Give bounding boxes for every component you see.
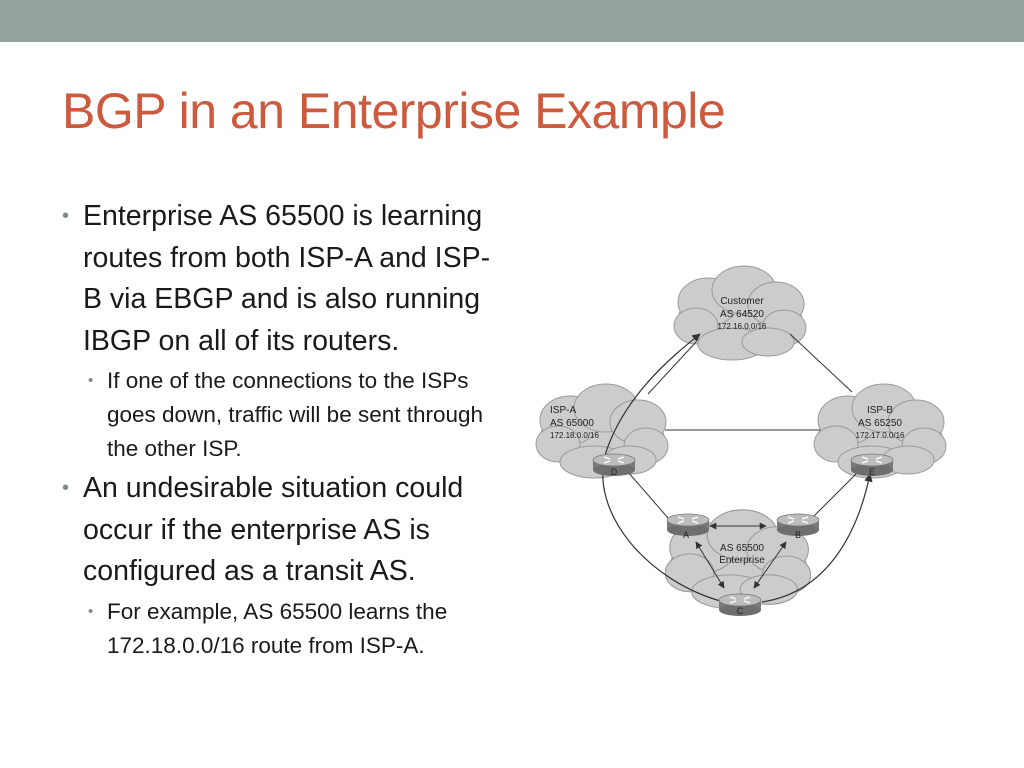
router-e-label: E [869, 467, 875, 477]
isp-a-as-label: AS 65000 [550, 418, 594, 429]
slide-title: BGP in an Enterprise Example [62, 83, 726, 139]
isp-b-name-label: ISP-B [867, 405, 893, 416]
ibgp-arrow-a-c [695, 541, 725, 589]
link-router-d-router-a [627, 471, 669, 519]
bullet-transit-as: An undesirable situation could occur if … [62, 468, 502, 593]
router-b-label: B [795, 530, 801, 540]
isp-a-name-label: ISP-A [550, 405, 576, 416]
link-customer-isp-b [789, 333, 853, 393]
bullet-enterprise-learning: Enterprise AS 65500 is learning routes f… [62, 196, 502, 362]
customer-name-label: Customer [720, 296, 764, 307]
isp-b-net-label: 172.17.0.0/16 [856, 431, 905, 440]
isp-a-net-label: 172.18.0.0/16 [550, 431, 599, 440]
route-arc-enterprise-to-isp-b [761, 473, 873, 603]
link-router-e-router-b [809, 471, 859, 521]
router-a-label: A [683, 530, 689, 540]
enterprise-as-label: AS 65500 [720, 543, 764, 554]
top-accent-bar [0, 0, 1024, 42]
subbullet-example-route: For example, AS 65500 learns the 172.18.… [62, 595, 502, 663]
enterprise-name-label: Enterprise [719, 555, 765, 566]
isp-b-as-label: AS 65250 [858, 418, 902, 429]
link-customer-isp-a [647, 341, 697, 395]
customer-net-label: 172.16.0.0/16 [718, 322, 767, 331]
subbullet-connection-down: If one of the connections to the ISPs go… [62, 364, 502, 466]
customer-as-label: AS 64520 [720, 309, 764, 320]
bgp-topology-svg: D E A B C Customer AS 64520 172.16.0.0/1… [535, 265, 947, 617]
ibgp-arrow-b-c [753, 541, 787, 589]
router-c-label: C [737, 606, 744, 616]
bullet-list: Enterprise AS 65500 is learning routes f… [62, 196, 502, 663]
bgp-topology-diagram: D E A B C Customer AS 64520 172.16.0.0/1… [528, 262, 988, 642]
router-d-label: D [611, 467, 618, 477]
